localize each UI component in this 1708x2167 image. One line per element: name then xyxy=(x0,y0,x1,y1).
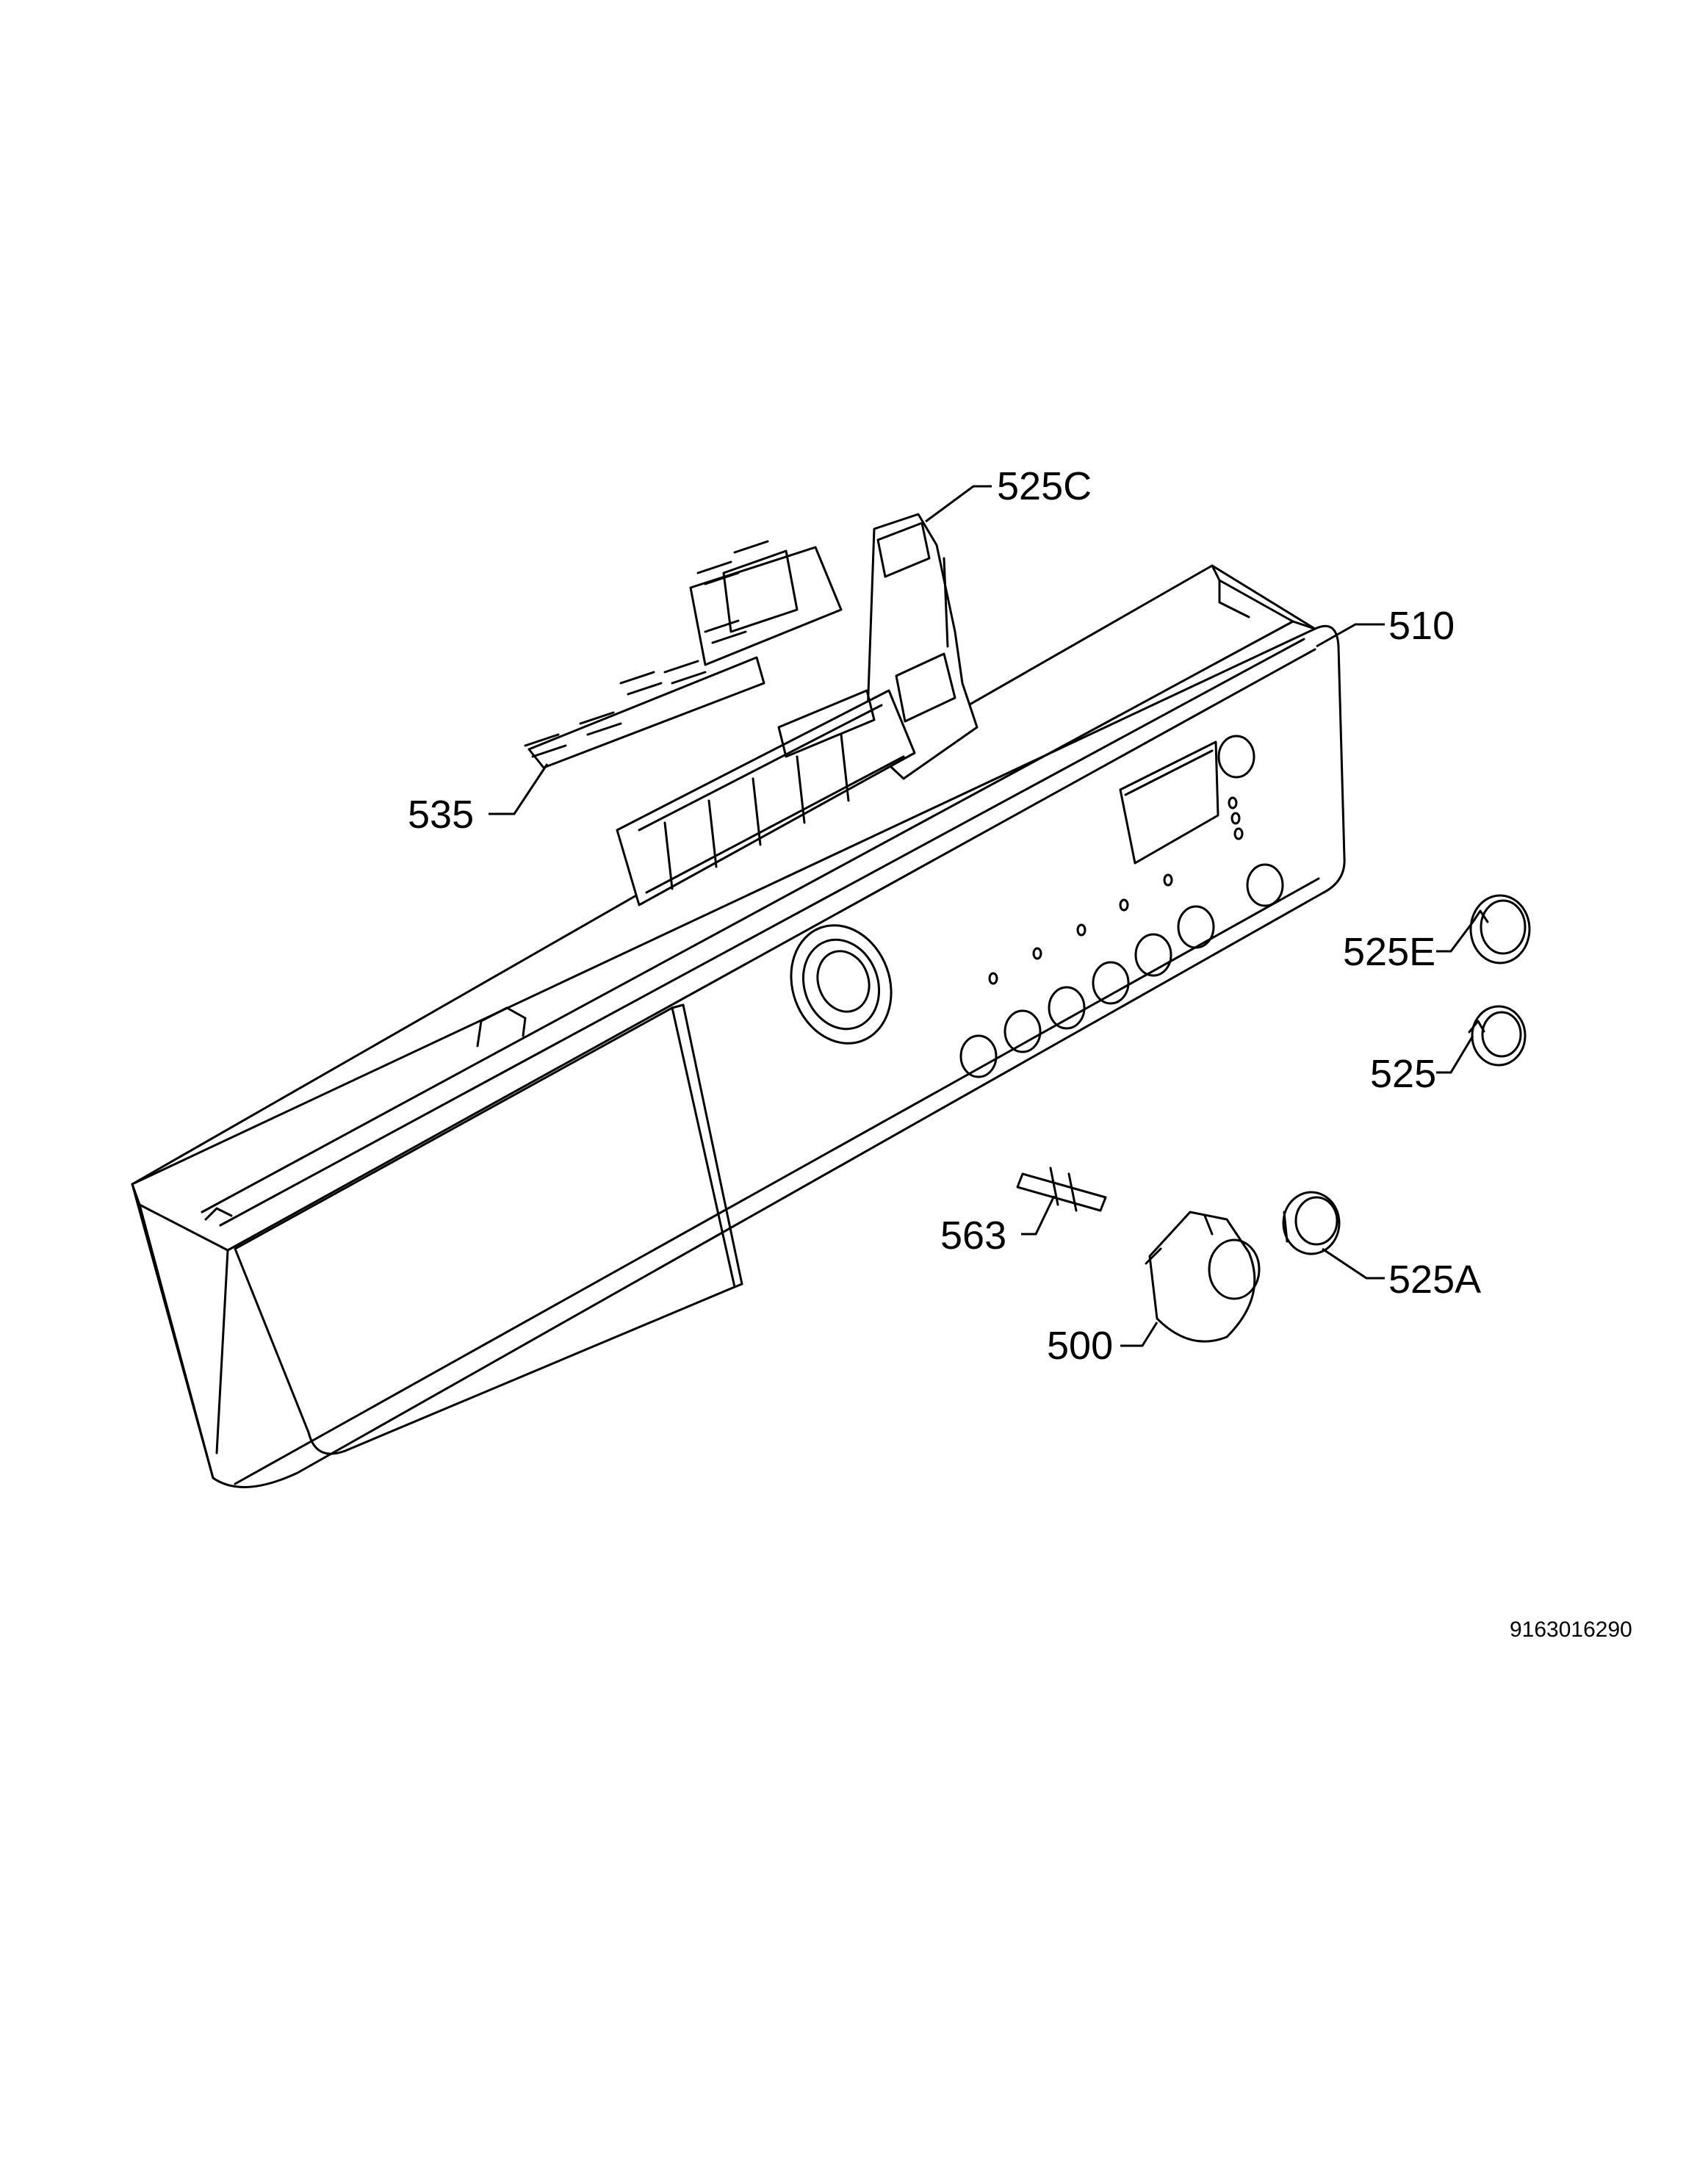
callout-535: 535 xyxy=(408,793,474,837)
document-number: 9163016290 xyxy=(1510,1618,1632,1642)
leader-525e xyxy=(1436,921,1474,953)
switch-carrier xyxy=(616,689,916,906)
leader-525 xyxy=(1436,1035,1474,1074)
light-guide-rail-535 xyxy=(524,540,843,769)
callout-510: 510 xyxy=(1388,604,1455,648)
shaft-563 xyxy=(1016,1167,1107,1212)
callout-525e: 525E xyxy=(1343,930,1435,974)
leader-535 xyxy=(489,763,549,815)
leader-525a xyxy=(1322,1247,1385,1280)
callout-525: 525 xyxy=(1370,1052,1436,1096)
leader-563 xyxy=(1021,1195,1056,1236)
leader-lines xyxy=(489,485,1474,1347)
knob-525e xyxy=(1469,894,1531,964)
leader-510 xyxy=(1316,623,1385,648)
callout-500: 500 xyxy=(1047,1324,1113,1368)
control-panel-510 xyxy=(131,564,1346,1488)
knob-525a xyxy=(1282,1191,1341,1255)
callout-525a: 525A xyxy=(1388,1258,1481,1302)
knob-525 xyxy=(1468,1005,1527,1067)
callout-563: 563 xyxy=(940,1214,1006,1258)
callout-525c: 525C xyxy=(997,464,1092,508)
dial-500 xyxy=(1145,1211,1261,1343)
leader-525c xyxy=(925,485,992,523)
leader-500 xyxy=(1120,1322,1159,1347)
